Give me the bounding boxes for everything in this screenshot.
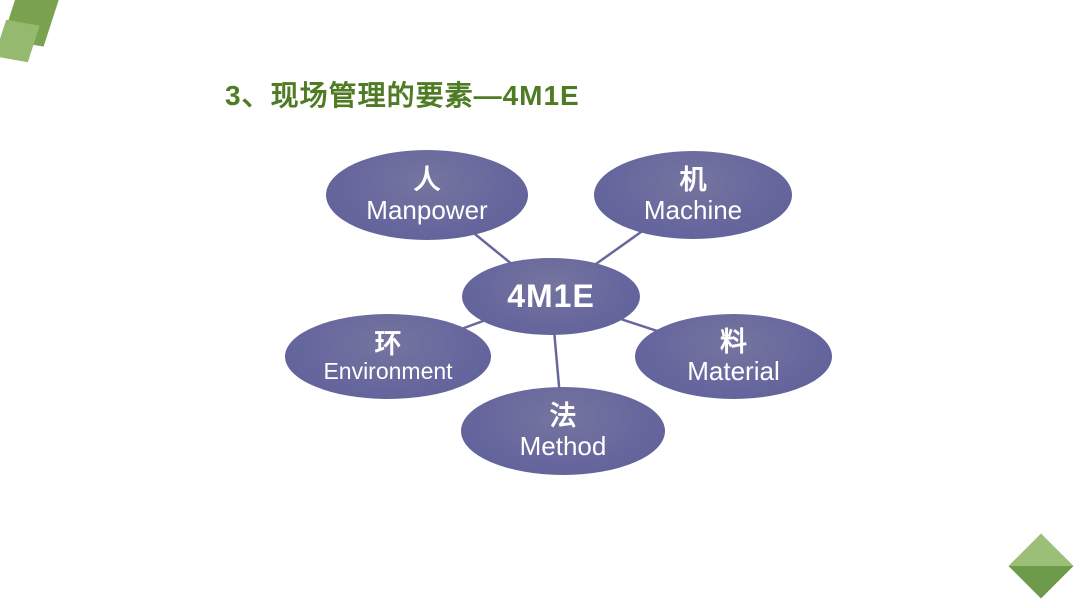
node-environment-cn-label: 环 [374,328,402,359]
node-method-en-label: Method [519,430,607,461]
decor-parallelogram-top-left-light [0,19,40,63]
node-environment-en-label: Environment [323,357,453,384]
node-material-en-label: Material [687,356,780,387]
node-material-cn-label: 料 [720,326,747,357]
node-method-cn-label: 法 [549,401,577,432]
node-manpower-cn-label: 人 [413,165,441,196]
node-manpower: 人 Manpower [326,150,528,240]
decor-diamond-bottom-right [1008,533,1074,599]
node-environment: 环 Environment [285,314,491,399]
node-center-4m1e: 4M1E [462,258,640,335]
node-manpower-en-label: Manpower [366,194,488,225]
node-machine-en-label: Machine [643,194,743,225]
node-machine: 机 Machine [594,151,792,239]
node-material: 料 Material [635,314,832,399]
node-method: 法 Method [461,387,665,475]
slide-title: 3、现场管理的要素—4M1E [225,80,580,111]
node-machine-cn-label: 机 [679,165,707,196]
node-center-label: 4M1E [507,277,595,314]
